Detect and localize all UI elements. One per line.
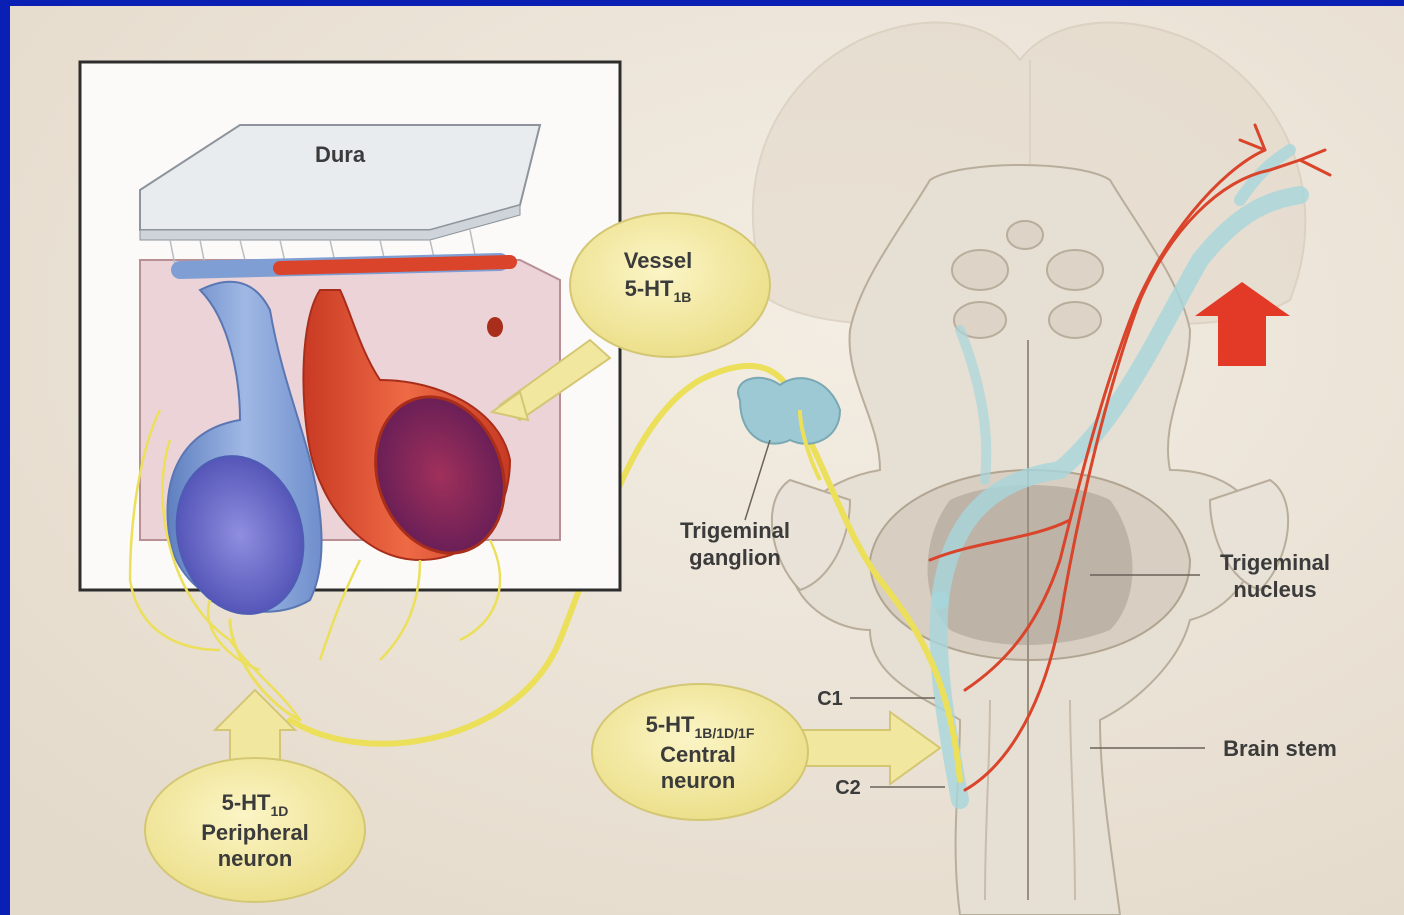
central-label-line3: neuron xyxy=(661,768,736,793)
vessel-label-base: 5-HT xyxy=(625,276,674,301)
c1-label: C1 xyxy=(817,688,843,710)
peripheral-label-line2: Peripheral xyxy=(201,820,309,845)
peripheral-label-sub: 1D xyxy=(270,803,288,819)
c2-label: C2 xyxy=(835,777,861,799)
vessel-label-sub: 1B xyxy=(673,289,691,305)
trigeminal-ganglion-label-2: ganglion xyxy=(689,545,781,570)
central-label-base: 5-HT xyxy=(646,712,695,737)
central-label-line2: Central xyxy=(660,742,736,767)
peripheral-label-line3: neuron xyxy=(218,846,293,871)
trigeminal-nucleus-label-2: nucleus xyxy=(1233,577,1316,602)
trigeminal-ganglion-label-1: Trigeminal xyxy=(680,518,790,543)
trigeminal-nucleus-label-1: Trigeminal xyxy=(1220,550,1330,575)
peripheral-label-base: 5-HT xyxy=(222,790,271,815)
central-label-sub: 1B/1D/1F xyxy=(694,725,754,741)
brain-stem-label: Brain stem xyxy=(1223,736,1337,761)
dura-label: Dura xyxy=(315,142,366,167)
vessel-label-line1: Vessel xyxy=(624,248,693,273)
